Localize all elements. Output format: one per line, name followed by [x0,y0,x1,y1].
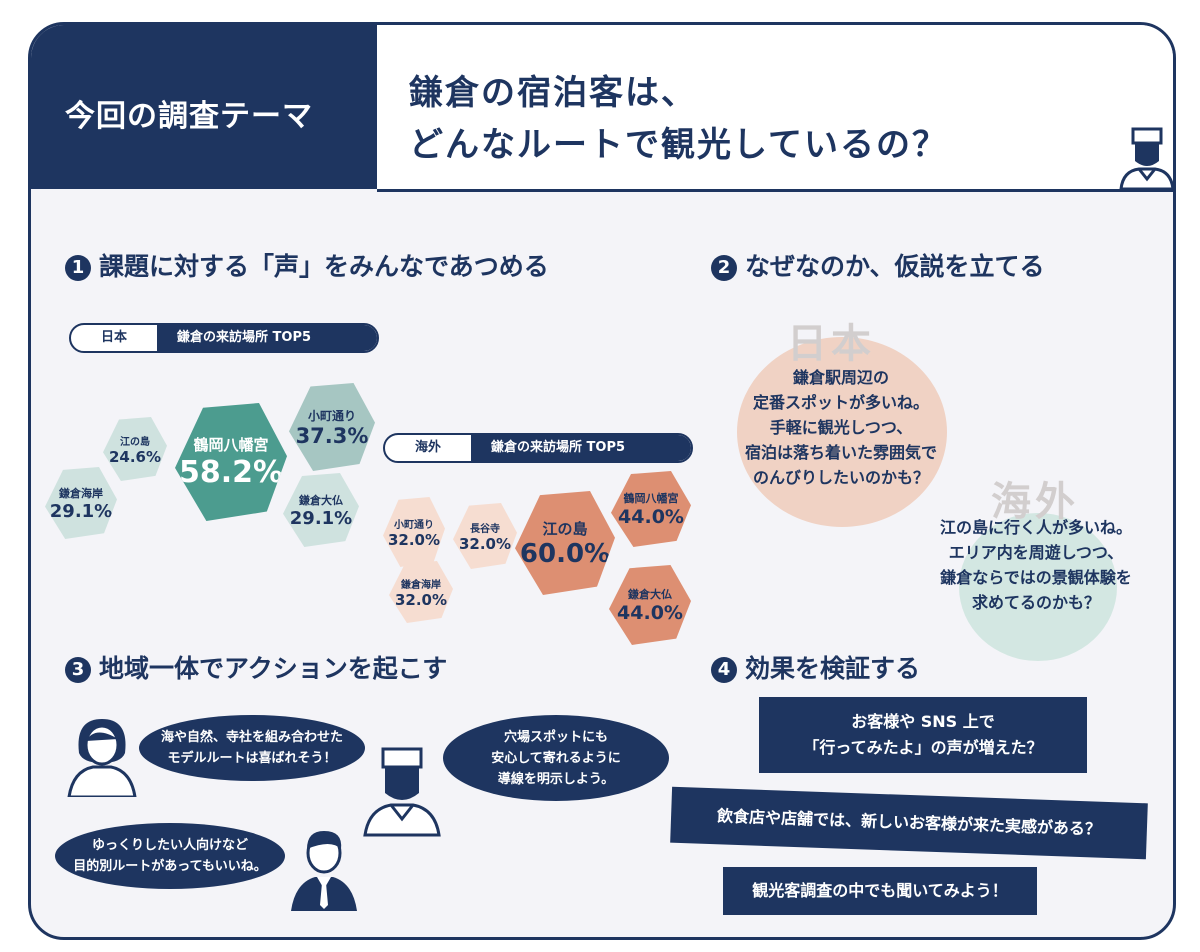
hypothesis-line: 宿泊は落ち着いた雰囲気で [744,443,937,462]
hypothesis-line: 求めてるのかも？ [971,593,1100,612]
hex-value: 24.6% [108,447,162,466]
hex-value: 32.0% [387,530,441,549]
section4-number: 4 [711,657,737,683]
japan-hypothesis-text: 鎌倉駅周辺の 定番スポットが多いね。 手軽に観光しつつ、 宿泊は落ち着いた雰囲気… [721,365,961,490]
verify-box-3: 観光客調査の中でも聞いてみよう！ [723,867,1037,915]
overseas-tag: 海外 [414,440,441,455]
hex-name: 鶴岡八幡宮 [623,492,679,505]
hex-name: 鎌倉海岸 [401,579,441,591]
hex-name: 江の島 [120,436,150,448]
overseas-hex-kaigan: 鎌倉海岸 32.0% [389,561,453,623]
bubble-line: モデルルートは喜ばれそう！ [167,751,337,766]
section3-heading: 3 地域一体でアクションを起こす [65,649,447,685]
bubble-line: 穴場スポットにも [503,729,608,745]
section4-heading: 4 効果を検証する [711,649,920,685]
hypothesis-line: のんびりしたいのかも？ [752,468,929,487]
section4-title: 効果を検証する [745,654,921,683]
japan-pill-label: 鎌倉の来訪場所 TOP5 [157,325,377,351]
bubble-line: 目的別ルートがあってもいいね。 [73,859,267,874]
hypothesis-line: エリア内を周遊しつつ、 [948,543,1124,562]
verify-box-2: 飲食店や店舗では、新しいお客様が来た実感がある？ [670,786,1148,860]
speech-bubble-3: ゆっくりしたい人向けなど 目的別ルートがあってもいいね。 [55,823,285,889]
chef-icon [363,747,441,837]
section2-heading: 2 なぜなのか、仮説を立てる [711,247,1045,283]
overseas-hex-komachi: 小町通り 32.0% [383,497,445,567]
overseas-hypothesis-text: 江の島に行く人が多いね。 エリア内を周遊しつつ、 鎌倉ならではの景観体験を 求め… [911,515,1161,615]
hex-value: 44.0% [617,602,683,624]
section1-heading: 1 課題に対する「声」をみんなであつめる [65,247,549,283]
japan-hex-kaigan: 鎌倉海岸 29.1% [45,467,117,539]
hex-name: 鎌倉大仏 [628,588,672,601]
theme-label: 今回の調査テーマ [65,99,313,134]
japan-top5-pill: 日本 鎌倉の来訪場所 TOP5 [69,323,379,353]
hex-value: 60.0% [519,538,611,569]
overseas-pill-label: 鎌倉の来訪場所 TOP5 [471,435,691,461]
theme-label-panel: 今回の調査テーマ [31,25,377,189]
hex-value: 32.0% [394,590,448,609]
section2-number: 2 [711,255,737,281]
chef-icon [1119,127,1173,189]
hypothesis-line: 鎌倉ならではの景観体験を [940,568,1132,587]
section3-number: 3 [65,657,91,683]
overseas-ghost-label: 海外 [991,479,1079,525]
box-line: お客様や SNS 上で [851,712,995,731]
japan-hex-daibutsu: 鎌倉大仏 29.1% [283,473,359,547]
hex-name: 江の島 [542,519,588,538]
section1-number: 1 [65,255,91,281]
hex-name: 鎌倉大仏 [299,493,343,507]
bubble-line: 海や自然、寺社を組み合わせた [160,730,343,745]
hex-value: 58.2% [178,455,284,490]
box-line: 「行ってみたよ」の声が増えた？ [803,738,1043,757]
hex-name: 長谷寺 [470,523,500,535]
title-line-1: 鎌倉の宿泊客は、 [409,73,697,113]
overseas-hex-daibutsu: 鎌倉大仏 44.0% [609,565,691,645]
section1-title: 課題に対する「声」をみんなであつめる [99,252,549,281]
verify-box-1: お客様や SNS 上で 「行ってみたよ」の声が増えた？ [759,697,1087,773]
bubble-line: 導線を明示しよう。 [497,771,615,787]
hex-value: 32.0% [458,534,512,553]
speech-bubble-2: 穴場スポットにも 安心して寄れるように 導線を明示しよう。 [443,715,669,801]
hex-name: 鶴岡八幡宮 [193,436,269,454]
hex-value: 29.1% [49,500,113,522]
section2-title: なぜなのか、仮説を立てる [745,252,1045,281]
japan-hypothesis-circle [737,337,947,527]
overseas-hex-enoshima: 江の島 60.0% [515,491,615,595]
hypothesis-line: 江の島に行く人が多いね。 [939,518,1132,537]
overseas-hex-tsurugaoka: 鶴岡八幡宮 44.0% [611,471,691,547]
hex-name: 小町通り [307,408,356,423]
hypothesis-line: 定番スポットが多いね。 [752,393,929,412]
hex-name: 小町通り [394,519,434,531]
hex-value: 29.1% [289,507,353,529]
japan-hex-komachi: 小町通り 37.3% [289,383,375,471]
overseas-hypothesis-circle [959,513,1117,661]
woman-icon [67,719,137,797]
bubble-line: ゆっくりしたい人向けなど [91,838,248,853]
businessman-icon [291,831,357,911]
hex-value: 37.3% [295,423,369,448]
theme-title-panel: 鎌倉の宿泊客は、 どんなルートで観光しているの？ [377,25,1173,192]
title-line-2: どんなルートで観光しているの？ [409,125,948,165]
bubble-line: 安心して寄れるように [491,750,621,766]
infographic-frame: 今回の調査テーマ 鎌倉の宿泊客は、 どんなルートで観光しているの？ 1 課題に対す… [28,22,1176,940]
japan-ghost-label: 日本 [787,321,875,367]
speech-bubble-1: 海や自然、寺社を組み合わせた モデルルートは喜ばれそう！ [139,715,365,781]
hex-name: 鎌倉海岸 [59,486,103,500]
overseas-top5-pill: 海外 鎌倉の来訪場所 TOP5 [383,433,693,463]
overseas-hex-hasedera: 長谷寺 32.0% [453,503,517,569]
hypothesis-line: 手軽に観光しつつ、 [769,418,913,437]
section3-title: 地域一体でアクションを起こす [99,654,448,683]
japan-tag: 日本 [100,330,127,345]
hex-value: 44.0% [618,506,684,528]
japan-hex-tsurugaoka: 鶴岡八幡宮 58.2% [175,403,287,521]
japan-hex-enoshima: 江の島 24.6% [103,417,167,481]
hypothesis-line: 鎌倉駅周辺の [792,368,889,387]
